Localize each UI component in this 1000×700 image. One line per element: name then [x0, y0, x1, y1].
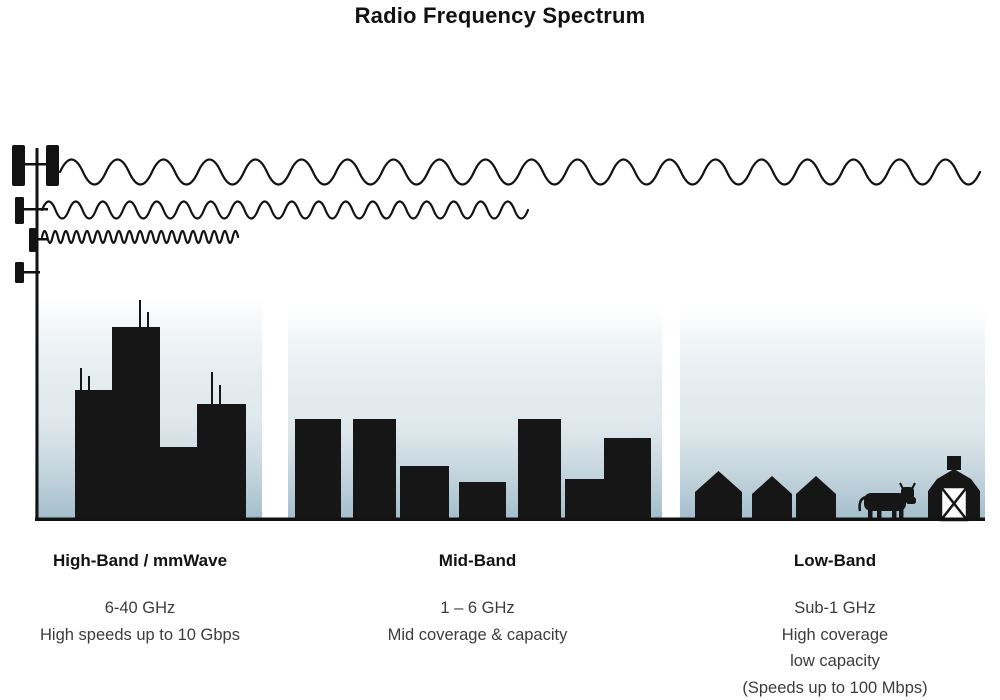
band-info-line: Sub-1 GHz — [794, 599, 876, 617]
house-icon — [695, 471, 742, 520]
cow-icon — [858, 482, 916, 520]
midband-skyline — [295, 419, 651, 520]
house-icon — [752, 476, 792, 520]
house-icon — [796, 476, 836, 520]
band-info-lowband: Sub-1 GHz High coverage low capacity (Sp… — [700, 595, 970, 700]
band-info-line: Mid coverage & capacity — [387, 625, 568, 644]
band-info-line: low capacity — [790, 652, 880, 670]
mid-frequency-wave — [40, 200, 530, 220]
low-frequency-wave — [58, 158, 982, 186]
lowband-caption: Low-Band Sub-1 GHz High coverage low cap… — [700, 551, 970, 700]
band-info-line: High coverage — [781, 625, 889, 644]
midband-caption: Mid-Band 1 – 6 GHz Mid coverage & capaci… — [345, 551, 610, 648]
high-frequency-wave — [40, 229, 240, 245]
band-info-line: 1 – 6 GHz — [440, 599, 515, 617]
barn-icon — [928, 456, 980, 522]
band-label-midband: Mid-Band — [438, 551, 517, 570]
highband-skyline — [75, 300, 246, 520]
highband-caption: High-Band / mmWave 6-40 GHz High speeds … — [15, 551, 265, 648]
ground-line — [35, 517, 985, 521]
band-info-line: (Speeds up to 100 Mbps) — [742, 678, 928, 697]
lowband-scene — [695, 456, 980, 522]
diagram-title: Radio Frequency Spectrum — [354, 3, 646, 28]
band-label-lowband: Low-Band — [793, 551, 877, 570]
band-info-line: High speeds up to 10 Gbps — [40, 625, 240, 644]
spectrum-illustration — [12, 145, 985, 522]
band-info-midband: 1 – 6 GHz Mid coverage & capacity — [345, 595, 610, 648]
band-label-highband: High-Band / mmWave — [52, 551, 228, 570]
cell-tower-icon — [12, 145, 59, 520]
band-info-highband: 6-40 GHz High speeds up to 10 Gbps — [15, 595, 265, 648]
band-info-line: 6-40 GHz — [104, 599, 176, 617]
